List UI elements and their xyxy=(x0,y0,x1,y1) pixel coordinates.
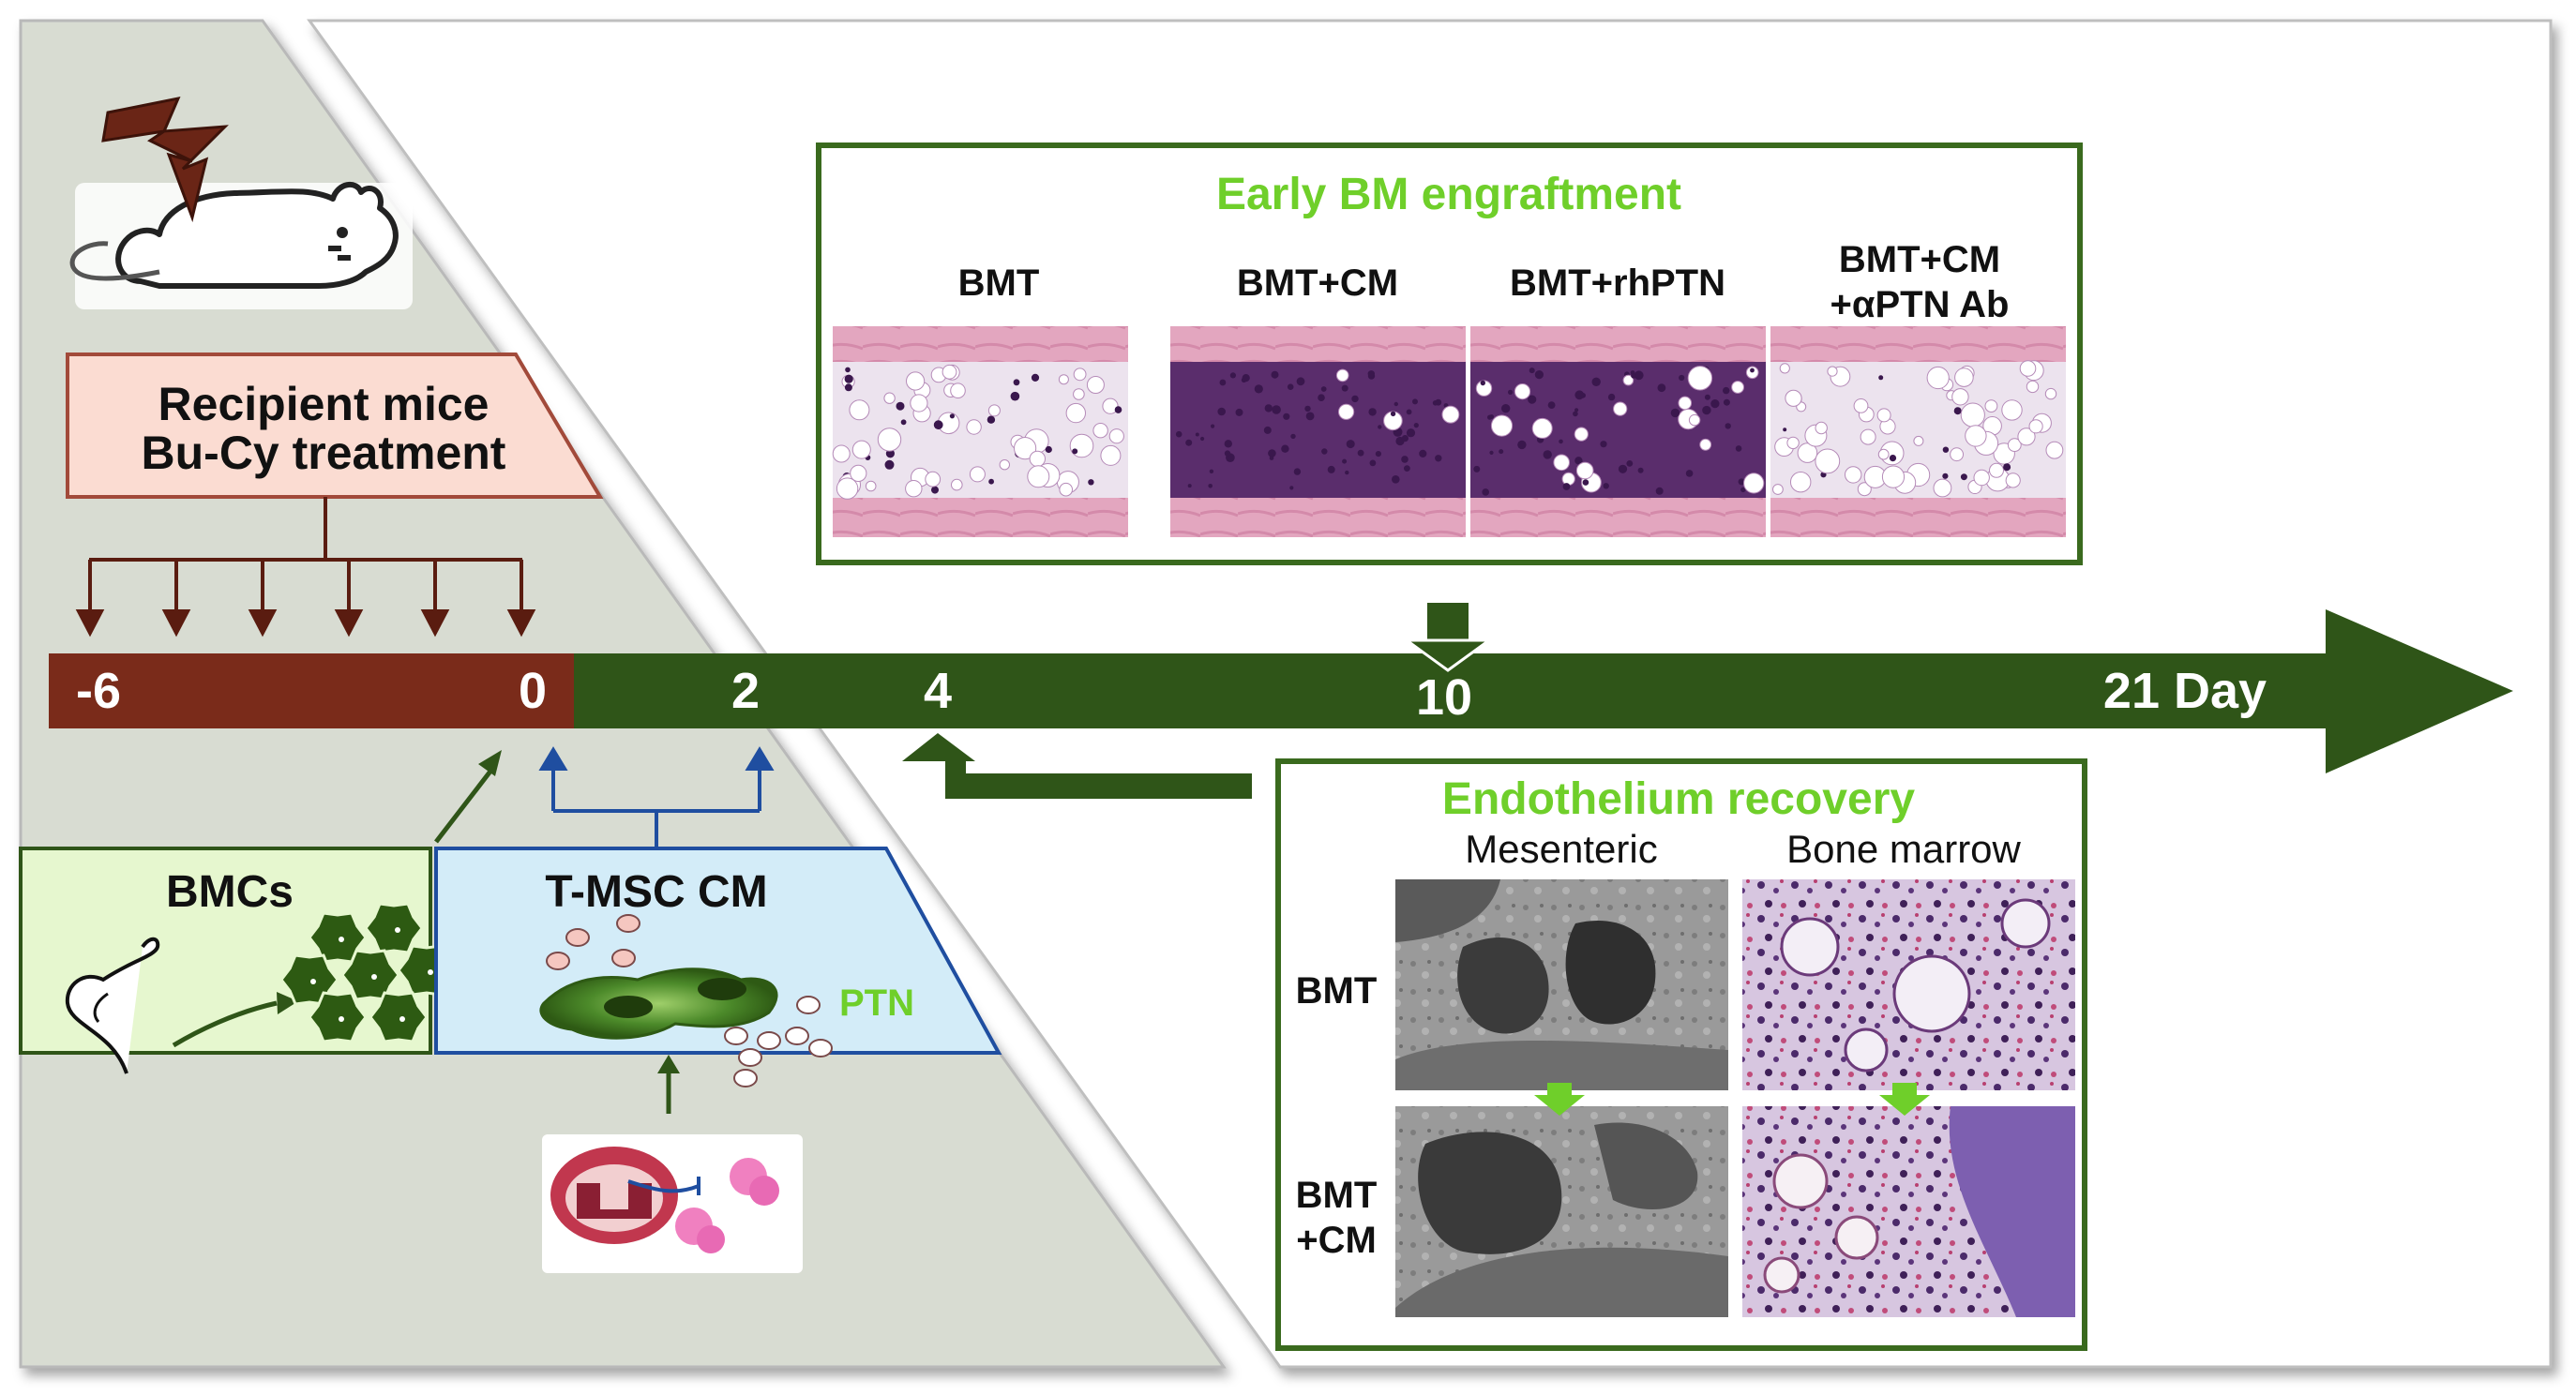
factor-dot xyxy=(796,996,821,1014)
engraftment-down-arrow xyxy=(1402,603,1494,672)
em-mesenteric-bmt-cm xyxy=(1395,1106,1728,1317)
bmc-to-day0-arrow xyxy=(434,750,502,844)
bmc-nucleus xyxy=(339,1016,344,1022)
treatment-arrows xyxy=(75,497,536,638)
col-bmt-cm-aptn-line1: BMT+CM xyxy=(1839,239,2000,280)
tick-10: 10 xyxy=(1416,669,1472,726)
factor-dot xyxy=(808,1039,833,1058)
tick-4: 4 xyxy=(924,663,952,719)
recipient-line1: Recipient mice xyxy=(158,378,490,430)
histology-bone-marrow-bmt xyxy=(1742,879,2075,1090)
factor-dot xyxy=(785,1027,809,1045)
early-engraftment-title: Early BM engraftment xyxy=(1216,170,1681,219)
bone-icon xyxy=(65,937,160,1074)
tick-minus6: -6 xyxy=(76,663,121,719)
bmc-cell xyxy=(364,902,424,954)
histology-bone-marrow-bmt-cm xyxy=(1742,1106,2075,1317)
endothelium-box: Endothelium recovery Mesenteric Bone mar… xyxy=(1275,758,2087,1351)
col-bmt-cm: BMT+CM xyxy=(1237,262,1398,304)
tick-2: 2 xyxy=(731,663,760,719)
factor-dot xyxy=(616,914,640,933)
tonsil-icon xyxy=(550,1147,779,1253)
endothelium-arrow-bone-marrow xyxy=(1879,1083,1930,1116)
bmcs-box: BMCs xyxy=(19,847,457,1074)
tick-0: 0 xyxy=(519,663,547,719)
timeline-green-arrow xyxy=(574,609,2513,773)
factor-dot xyxy=(757,1031,781,1050)
cm-injection-arrows xyxy=(538,746,775,848)
endothelium-arrow-mesenteric xyxy=(1534,1083,1585,1116)
em-mesenteric-bmt xyxy=(1395,879,1728,1090)
tmsc-box: T-MSC CM PTN xyxy=(434,847,1002,1088)
col-bmt-cm-aptn-line2: +αPTN Ab xyxy=(1830,284,2010,325)
early-engraftment-box: Early BM engraftment BMT BMT+CM BMT+rhPT… xyxy=(816,142,2083,565)
recipient-line2: Bu-Cy treatment xyxy=(142,427,506,479)
bmc-cell xyxy=(308,991,368,1043)
row-bmt-cm-line1: BMT xyxy=(1296,1175,1378,1216)
col-bmt: BMT xyxy=(958,262,1040,304)
mouse-icon xyxy=(69,182,413,309)
factor-dot xyxy=(738,1048,762,1067)
bmc-nucleus xyxy=(428,969,433,975)
col-bmt-rhptn: BMT+rhPTN xyxy=(1510,262,1725,304)
bmc-nucleus xyxy=(310,979,316,984)
secreted-factors xyxy=(546,914,833,1088)
bmc-nucleus xyxy=(399,1016,405,1022)
factor-dot xyxy=(611,949,636,968)
tonsil-source xyxy=(542,1055,803,1273)
timeline: -6 0 2 4 10 21 Day xyxy=(49,609,2513,773)
msc-cells xyxy=(539,968,778,1040)
factor-dot xyxy=(733,1069,758,1088)
bmc-nucleus xyxy=(395,927,400,933)
row-bmt-cm-line2: +CM xyxy=(1296,1220,1377,1261)
endothelium-title: Endothelium recovery xyxy=(1442,774,1915,824)
factor-dot xyxy=(724,1027,748,1045)
ptn-label: PTN xyxy=(839,982,914,1024)
factor-dot xyxy=(565,928,590,947)
row-bmt: BMT xyxy=(1296,970,1378,1012)
timeline-brown-segment xyxy=(49,653,574,728)
tmsc-label: T-MSC CM xyxy=(545,867,767,917)
factor-dot xyxy=(546,952,570,970)
he-image-2 xyxy=(1170,326,1466,537)
he-image-1 xyxy=(832,326,1128,537)
bmcs-label: BMCs xyxy=(166,867,294,917)
bmc-nucleus xyxy=(371,974,377,980)
col-bone-marrow: Bone marrow xyxy=(1786,827,2021,871)
recipient-box: Recipient mice Bu-Cy treatment xyxy=(66,352,604,499)
lightning-icon xyxy=(101,96,229,223)
tick-21-day: 21 Day xyxy=(2103,663,2267,719)
bmc-cells xyxy=(279,902,457,1043)
col-mesenteric: Mesenteric xyxy=(1465,827,1657,871)
he-image-3 xyxy=(1470,326,1766,537)
endothelium-to-day4-arrow xyxy=(902,733,1252,799)
he-image-4 xyxy=(1770,326,2066,537)
bmc-nucleus xyxy=(339,937,344,942)
bmc-cell xyxy=(369,991,429,1043)
